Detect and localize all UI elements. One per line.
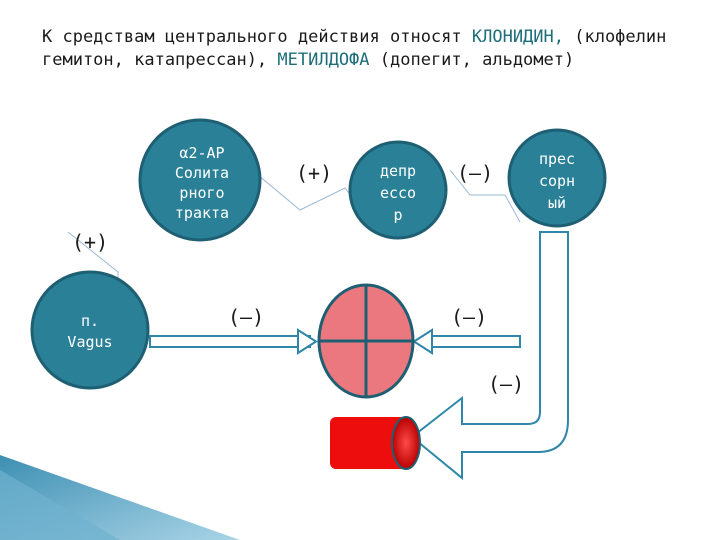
- right-to-heart-arrow: [412, 328, 521, 355]
- sign-minus-left: (–): [228, 305, 264, 329]
- node-vagus-line-2: Vagus: [67, 333, 112, 351]
- sign-minus-bottom: (–): [488, 372, 524, 396]
- node-depressor-line-2: ессо: [380, 184, 416, 202]
- heading: К средствам центрального действия относя…: [42, 26, 682, 72]
- node-pressor: прес сорн ый: [507, 128, 607, 228]
- vagus-to-heart-arrow: [149, 328, 318, 355]
- connector-lines: [67, 169, 521, 305]
- node-depressor: депр ессо р: [348, 140, 448, 240]
- node-pressor-line-3: ый: [548, 194, 566, 212]
- pressor-to-vessel-arrow: [410, 231, 569, 481]
- node-pressor-line-2: сорн: [539, 172, 575, 190]
- corner-decoration-inner: [0, 470, 120, 540]
- heading-part-2: (клофелин гемитон, катапрессан),: [42, 27, 667, 70]
- node-vagus: п. Vagus: [30, 270, 150, 390]
- heading-part-3: (допегит, альдомет): [369, 50, 575, 70]
- sign-minus-top: (–): [457, 161, 493, 185]
- node-pressor-line-1: прес: [539, 150, 575, 168]
- heading-drug-methyldopa: МЕТИЛДОФА: [277, 50, 370, 70]
- sign-minus-right: (–): [451, 305, 487, 329]
- sign-plus-left: (+): [72, 230, 108, 254]
- sign-plus-top: (+): [296, 161, 332, 185]
- node-depressor-line-3: р: [393, 206, 402, 224]
- blood-vessel: [330, 416, 421, 470]
- node-nts-line-1: α2-АР: [179, 144, 224, 162]
- node-solitary-tract: α2-АР Солита рного тракта: [138, 118, 262, 242]
- node-nts-line-4: тракта: [175, 204, 229, 222]
- node-vagus-line-1: п.: [81, 312, 99, 330]
- node-nts-line-3: рного: [179, 184, 224, 202]
- heading-part-1: К средствам центрального действия относя…: [42, 27, 472, 47]
- node-nts-line-2: Солита: [175, 164, 229, 182]
- heart: [317, 283, 415, 399]
- node-depressor-line-1: депр: [380, 162, 416, 180]
- heading-drug-clonidine: КЛОНИДИН,: [471, 27, 564, 47]
